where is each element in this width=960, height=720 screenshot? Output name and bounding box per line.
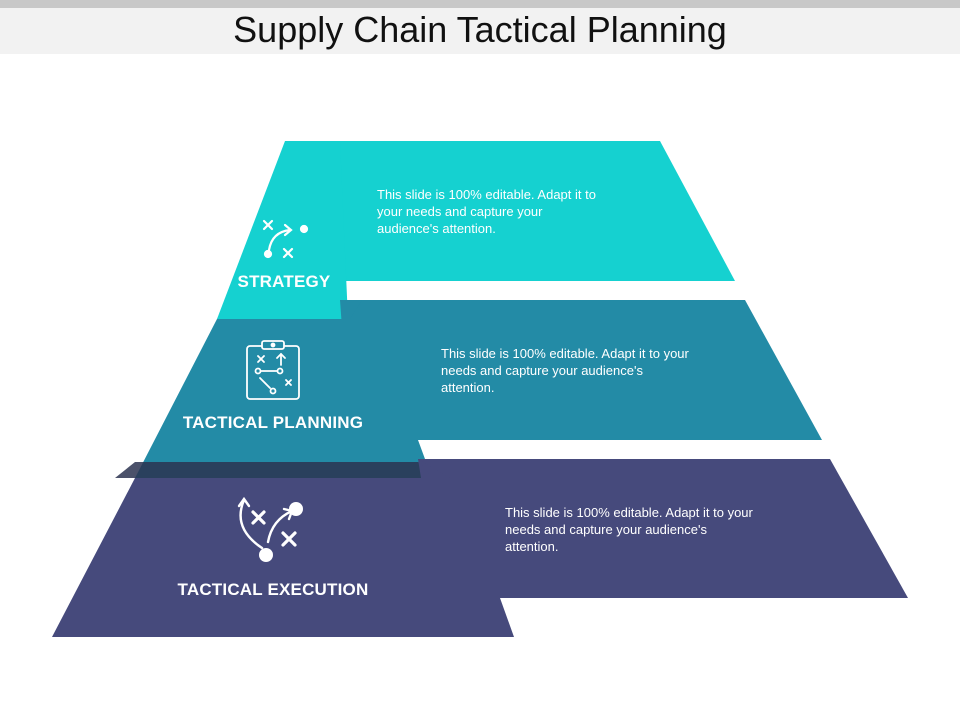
execution-tier-trapezoid: [52, 459, 514, 637]
tactical-execution-label: TACTICAL EXECUTION: [177, 580, 369, 599]
planning-tier-trapezoid: [135, 300, 432, 478]
tactical-execution-description: This slide is 100% editable. Adapt it to…: [505, 505, 753, 554]
tactics-play-icon: [237, 496, 303, 562]
slide-title: Supply Chain Tactical Planning: [233, 9, 727, 50]
title-band: [0, 8, 960, 54]
execution-tier-band: [418, 459, 908, 598]
strategy-play-icon: [262, 219, 309, 259]
tactical-planning-description: This slide is 100% editable. Adapt it to…: [441, 346, 689, 395]
strategy-tier-band: [285, 141, 735, 281]
strategy-tier-trapezoid: [217, 141, 348, 319]
planning-tier-shadow: [115, 462, 450, 478]
tactical-planning-label: TACTICAL PLANNING: [182, 413, 364, 432]
strategy-description: This slide is 100% editable. Adapt it to…: [377, 187, 596, 236]
top-strip: [0, 0, 960, 8]
clipboard-play-icon: [246, 340, 300, 400]
planning-tier-band: [340, 300, 822, 440]
strategy-label: STRATEGY: [237, 272, 331, 291]
